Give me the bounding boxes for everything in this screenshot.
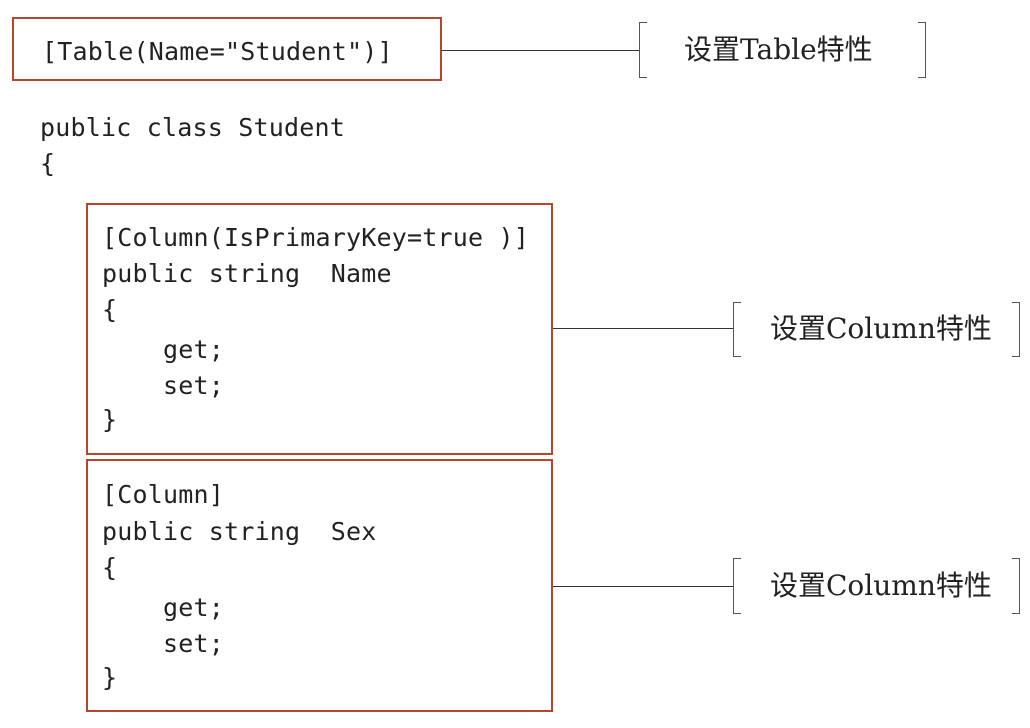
column-sex-callout-label: 设置Column特性 <box>770 569 992 602</box>
column-block-sex-box <box>86 459 553 712</box>
class-declaration: public class Student <box>40 113 346 142</box>
code-line: get; <box>102 335 225 364</box>
column-name-callout-right-bracket <box>1012 302 1020 357</box>
code-line: [Column] <box>102 480 225 509</box>
table-attribute-code: [Table(Name="Student")] <box>42 37 393 66</box>
code-line: set; <box>102 629 225 658</box>
code-line: [Column(IsPrimaryKey=true )] <box>102 223 530 252</box>
code-line: set; <box>102 371 225 400</box>
table-attribute-box <box>12 17 442 81</box>
column-name-connector-line <box>553 328 733 329</box>
table-callout-right-bracket <box>918 22 926 78</box>
column-name-callout-label: 设置Column特性 <box>770 312 992 345</box>
column-name-callout-left-bracket <box>733 302 741 357</box>
code-line: public string Name <box>102 259 392 288</box>
table-connector-line <box>442 50 639 51</box>
column-block-name-box <box>86 203 553 455</box>
code-line: { <box>102 553 118 582</box>
code-line: public string Sex <box>102 517 377 546</box>
column-sex-callout-left-bracket <box>733 558 741 614</box>
column-sex-callout-right-bracket <box>1012 558 1020 614</box>
table-callout-label: 设置Table特性 <box>684 33 873 66</box>
table-callout-left-bracket <box>639 22 647 78</box>
column-sex-connector-line <box>553 586 733 587</box>
code-line: { <box>102 295 118 324</box>
class-open-brace: { <box>40 149 56 178</box>
code-line: get; <box>102 593 225 622</box>
code-line: } <box>102 405 118 434</box>
code-line: } <box>102 663 118 692</box>
